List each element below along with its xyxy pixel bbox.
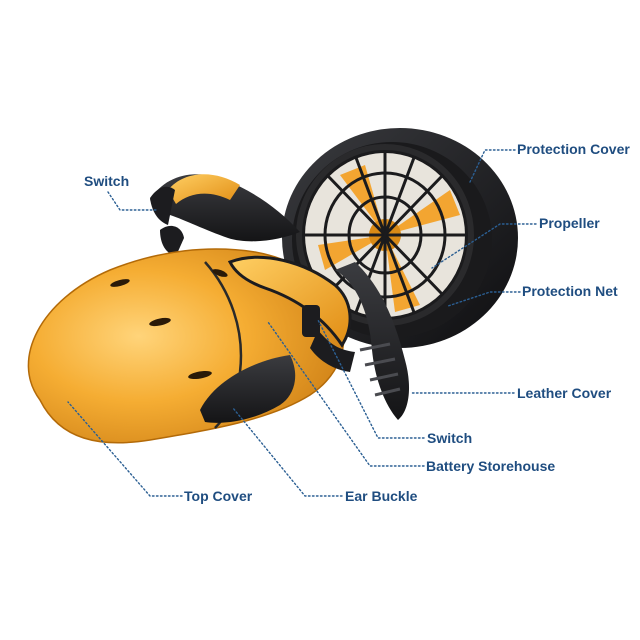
side-switch — [302, 305, 320, 337]
handle-guard — [227, 255, 352, 348]
leader-propeller — [431, 223, 537, 269]
label-ear-buckle: Ear Buckle — [345, 488, 418, 504]
label-protection-net: Protection Net — [522, 283, 618, 299]
label-propeller: Propeller — [539, 215, 600, 231]
leader-switch-top — [107, 191, 159, 211]
label-top-cover: Top Cover — [184, 488, 253, 504]
top-handle — [150, 174, 300, 256]
label-battery-storehouse: Battery Storehouse — [426, 458, 556, 474]
label-protection-cover: Protection Cover — [517, 141, 630, 157]
leader-protection-cover — [469, 149, 516, 183]
label-switch-top: Switch — [84, 173, 130, 189]
leather-cover-handle — [335, 262, 410, 420]
label-switch-bottom: Switch — [427, 430, 473, 446]
leader-top-cover — [67, 401, 183, 497]
body-vents — [110, 269, 228, 380]
leader-switch-bottom — [317, 319, 425, 439]
leader-ear-buckle — [232, 407, 343, 497]
leader-lines — [67, 149, 537, 497]
label-leather-cover: Leather Cover — [517, 385, 612, 401]
leader-battery-storehouse — [267, 321, 425, 467]
leader-protection-net — [447, 291, 521, 307]
ear-buckle — [200, 355, 296, 423]
